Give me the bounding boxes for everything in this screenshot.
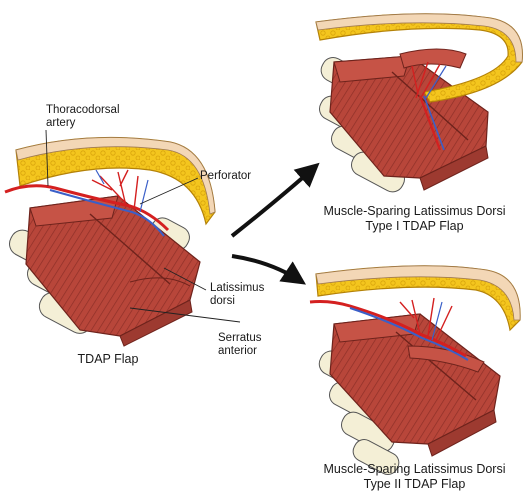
type1-illustration	[315, 13, 523, 193]
caption-type2-line1: Muscle-Sparing Latissimus Dorsi	[323, 462, 506, 476]
arrow-to-type2	[231, 254, 306, 285]
arrow-to-type1	[230, 162, 320, 238]
caption-type1-line1: Muscle-Sparing Latissimus Dorsi	[323, 204, 506, 218]
label-latissimus-line1: Latissimus	[210, 282, 265, 294]
muscle-type2	[329, 313, 501, 457]
label-thoracodorsal-line1: Thoracodorsal	[46, 104, 120, 116]
label-latissimus-dorsi: Latissimus dorsi	[210, 282, 264, 308]
label-serratus-line2: anterior	[218, 345, 257, 357]
label-serratus-line1: Serratus	[218, 332, 262, 344]
tdap-flap-illustration	[4, 129, 241, 347]
label-latissimus-line2: dorsi	[210, 295, 235, 307]
label-thoracodorsal-line2: artery	[46, 117, 76, 129]
arrows	[230, 162, 320, 285]
leader-lines	[45, 129, 241, 323]
caption-type1: Muscle-Sparing Latissimus Dorsi Type I T…	[300, 204, 529, 234]
fat-flap-left	[15, 136, 216, 226]
label-serratus-anterior: Serratus anterior	[218, 332, 261, 358]
label-thoracodorsal-artery: Thoracodorsal artery	[46, 104, 120, 130]
caption-type2-line2: Type II TDAP Flap	[363, 477, 466, 491]
caption-type1-line2: Type I TDAP Flap	[365, 219, 464, 233]
label-perforator: Perforator	[200, 170, 252, 182]
fat-flap-type1	[315, 13, 523, 103]
muscle-left	[25, 195, 201, 347]
caption-type2: Muscle-Sparing Latissimus Dorsi Type II …	[300, 462, 529, 492]
caption-tdap-flap: TDAP Flap	[77, 352, 139, 366]
vessels-type2	[309, 297, 469, 361]
fat-flap-type2	[315, 265, 521, 332]
type2-illustration	[309, 265, 521, 475]
vessels-left	[4, 169, 170, 237]
vessels-type1	[411, 61, 447, 99]
